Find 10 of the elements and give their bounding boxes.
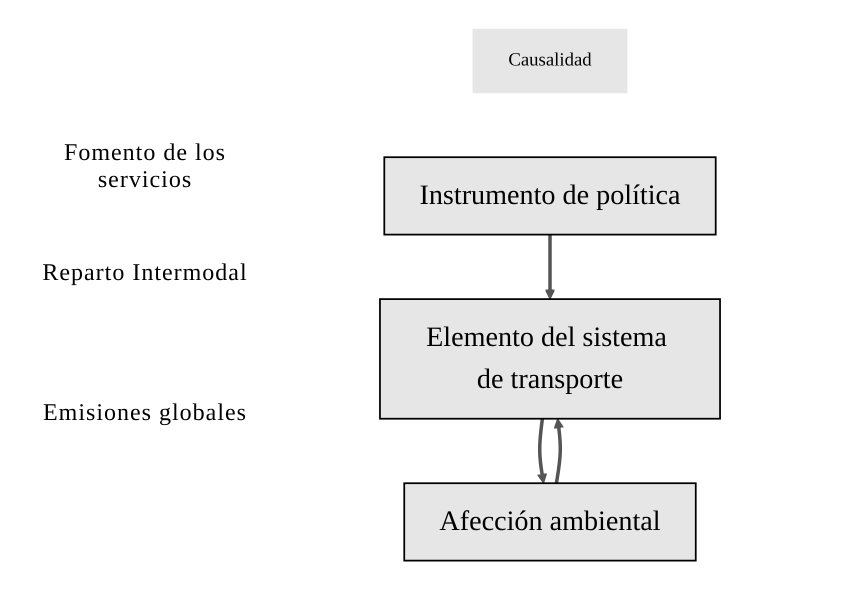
row-label: Emisiones globales <box>42 400 248 427</box>
arrow <box>536 418 548 484</box>
row-label: Reparto Intermodal <box>41 260 249 287</box>
arrow <box>544 234 556 300</box>
node-box: Causalidad <box>472 28 628 94</box>
arrow <box>554 418 564 484</box>
node-box: Elemento del sistema de transporte <box>379 298 721 420</box>
row-label: Fomento de los servicios <box>63 140 227 194</box>
node-box: Instrumento de política <box>383 156 717 236</box>
node-box: Afección ambiental <box>403 482 697 562</box>
